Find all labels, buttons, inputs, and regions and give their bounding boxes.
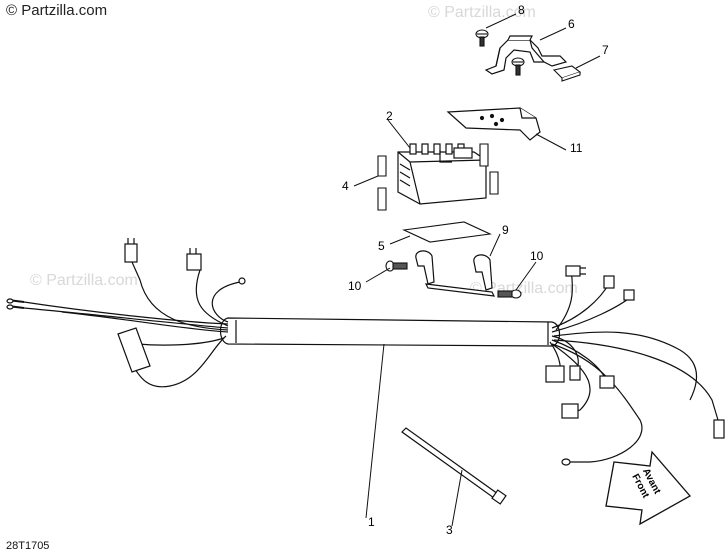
leader-lines	[353, 13, 601, 527]
faint-watermark-top: © Partzilla.com	[428, 4, 536, 21]
partzilla-watermark: © Partzilla.com	[6, 2, 108, 19]
faint-watermark-left: © Partzilla.com	[30, 272, 138, 289]
callout-bracket: 6	[568, 17, 575, 31]
diagram-code: 28T1705	[6, 540, 50, 552]
callout-spacers: 4	[342, 179, 349, 193]
wiring-harness	[6, 238, 725, 466]
faint-watermark-right: © Partzilla.com	[470, 280, 578, 297]
callout-support-plate: 11	[570, 141, 583, 155]
rubber-pad	[552, 65, 582, 82]
callout-battery: 2	[386, 109, 393, 123]
callout-bolt-left: 10	[348, 279, 362, 293]
bracket-screw-bottom	[511, 57, 525, 76]
battery	[397, 143, 487, 205]
retaining-strap	[415, 250, 496, 297]
support-plate	[446, 107, 541, 141]
callout-battery-pad: 5	[378, 239, 385, 253]
callout-harness: 1	[368, 515, 375, 529]
battery-spacers	[377, 143, 499, 211]
callout-rubber-pad: 7	[602, 43, 609, 57]
strap-bolt-right	[497, 289, 522, 299]
front-direction-arrow: Front Avant	[605, 450, 692, 526]
cable-tie	[401, 427, 507, 505]
callout-screw: 8	[518, 3, 525, 17]
battery-pad	[402, 221, 492, 243]
callout-bolt-right: 10	[530, 249, 544, 263]
hold-down-bracket	[484, 35, 568, 75]
bracket-screw-top	[475, 29, 489, 47]
callout-strap: 9	[502, 223, 509, 237]
callout-cable-tie: 3	[446, 523, 453, 537]
strap-bolt-left	[385, 260, 408, 272]
